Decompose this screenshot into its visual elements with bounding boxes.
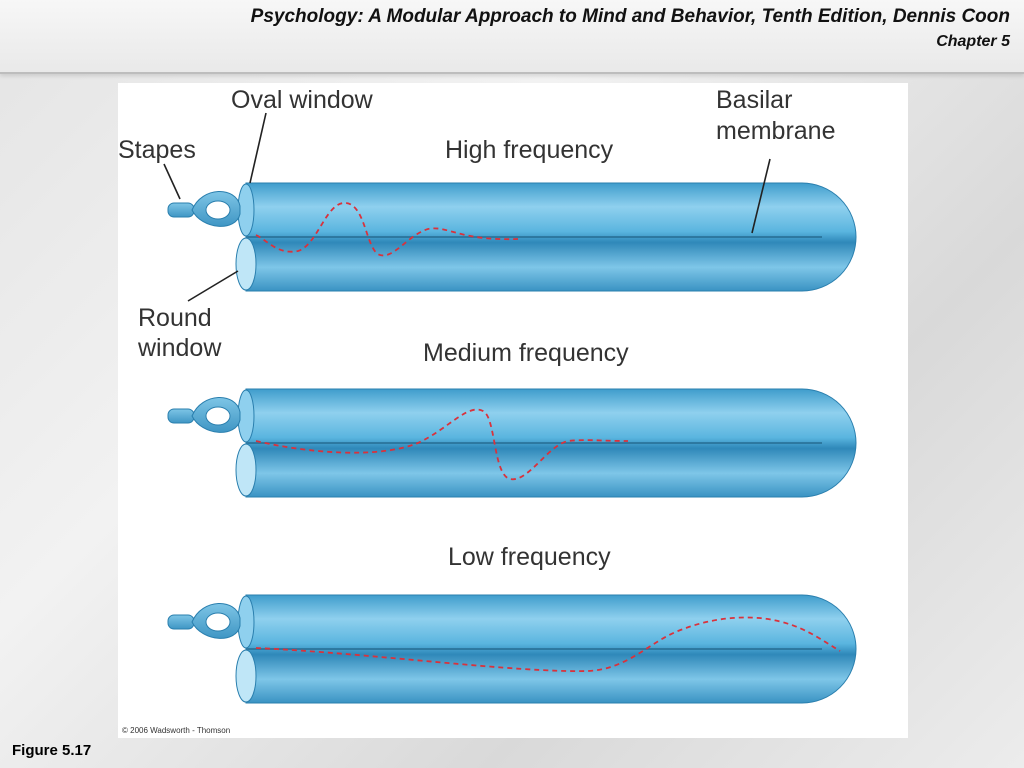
stapes-footplate-high (167, 202, 195, 218)
wave-medium-frequency (255, 408, 629, 480)
book-title: Psychology: A Modular Approach to Mind a… (250, 6, 1010, 27)
label-basilar: Basilar (716, 86, 792, 114)
figure-number: Figure 5.17 (12, 742, 92, 759)
tube-layer (167, 182, 857, 704)
pointer-basilar-membrane (751, 158, 771, 234)
stapes-hole-high (205, 200, 231, 220)
stapes-hole-medium (205, 406, 231, 426)
round-window-medium (235, 443, 257, 497)
stapes-footplate-medium (167, 408, 195, 424)
pointer-stapes (163, 163, 181, 200)
tube-assembly-high (167, 182, 857, 292)
stapes-hole-low (205, 612, 231, 632)
label-stapes: Stapes (118, 136, 196, 164)
label-round: Round (138, 304, 212, 332)
label-window: window (137, 334, 222, 362)
panel-label-high: High frequency (445, 136, 614, 164)
tube-assembly-medium (167, 388, 857, 498)
label-membrane: membrane (716, 117, 836, 145)
label-oval-window: Oval window (231, 86, 374, 114)
panel-label-low: Low frequency (448, 543, 611, 571)
panel-label-medium: Medium frequency (423, 339, 629, 367)
slide-header: Psychology: A Modular Approach to Mind a… (0, 0, 1024, 74)
cochlea-figure: Oval window Stapes Basilar membrane Roun… (118, 83, 908, 738)
wave-high-frequency (255, 202, 519, 257)
stapes-footplate-low (167, 614, 195, 630)
wave-low-frequency (255, 616, 841, 673)
round-window-high (235, 237, 257, 291)
cochlea-diagram: Oval window Stapes Basilar membrane Roun… (118, 86, 857, 704)
copyright-notice: © 2006 Wadsworth - Thomson (122, 726, 231, 735)
chapter-label: Chapter 5 (936, 33, 1010, 50)
tube-assembly-low (167, 594, 857, 704)
round-window-low (235, 649, 257, 703)
pointer-oval-window (249, 112, 267, 184)
pointer-round-window (187, 270, 239, 302)
